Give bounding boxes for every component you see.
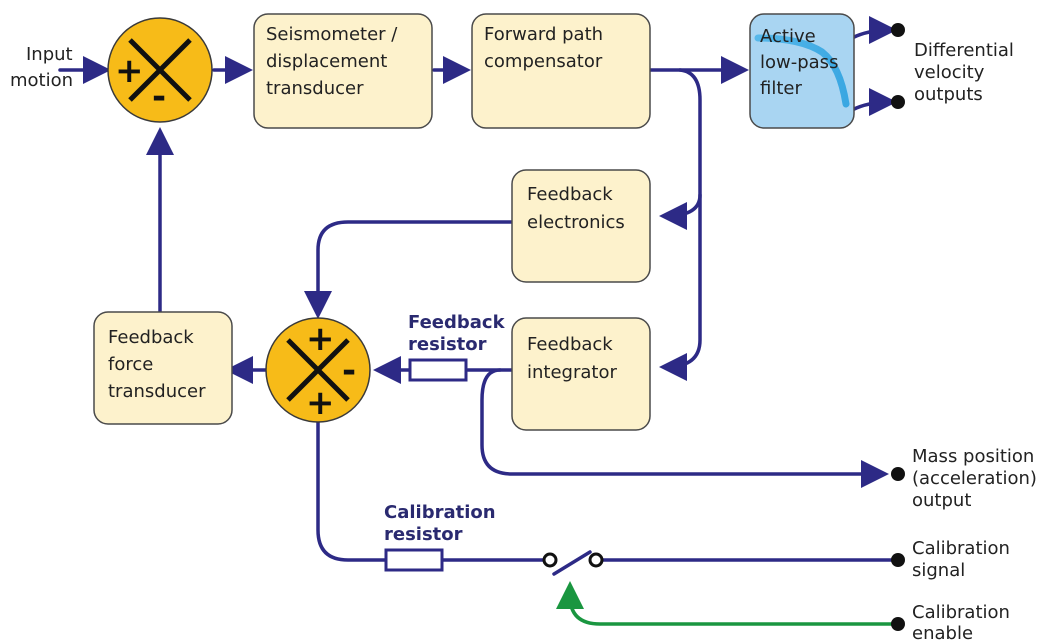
feedback-resistor-symbol: [408, 358, 468, 382]
sum-top-plus: +: [115, 51, 144, 91]
input-label-line-2: motion: [10, 70, 73, 91]
cal-signal-line-2: signal: [912, 560, 965, 581]
block-feedback-electronics: Feedback electronics: [511, 169, 651, 283]
wire-sum-to-cal-resistor: [316, 420, 388, 562]
velocity-output-line-2: velocity: [914, 62, 985, 83]
velocity-output-line-1: Differential: [914, 40, 1014, 61]
terminal-calibration-signal: [891, 553, 905, 567]
velocity-output-line-3: outputs: [914, 84, 983, 105]
terminal-calibration-enable: [891, 617, 905, 631]
calibration-switch-lever: [552, 550, 592, 576]
block-feedback-integrator: Feedback integrator: [511, 317, 651, 431]
wire-to-fb-integrator: [659, 193, 702, 381]
filter-line-1: Active: [760, 26, 816, 47]
sum-bottom-plus-top: +: [306, 319, 335, 359]
wire-fb-electronics-to-sum: [304, 220, 514, 319]
seismometer-line-2: displacement: [266, 51, 387, 72]
fb-force-line-2: force: [108, 354, 153, 375]
block-seismometer: Seismometer / displacement transducer: [253, 13, 433, 129]
feedback-resistor-label-1: Feedback: [408, 312, 506, 333]
seismometer-line-1: Seismometer /: [266, 24, 398, 45]
forward-line-2: compensator: [484, 51, 603, 72]
sum-bottom-plus-bottom: +: [306, 383, 335, 423]
block-low-pass-filter: Active low-pass filter: [749, 13, 855, 129]
fb-force-line-3: transducer: [108, 381, 206, 402]
filter-line-2: low-pass: [760, 52, 838, 73]
wire-to-fb-electronics: [659, 68, 702, 230]
fb-electronics-line-1: Feedback: [527, 184, 613, 205]
terminal-velocity-2: [891, 95, 905, 109]
calibration-resistor-label-2: resistor: [384, 524, 463, 545]
summing-junction-bottom: + - +: [265, 317, 371, 423]
wire-calibration-enable: [556, 581, 900, 626]
fb-integrator-line-1: Feedback: [527, 334, 613, 355]
switch-contact-left: [542, 552, 558, 568]
fb-integrator-line-2: integrator: [527, 362, 617, 383]
mass-output-line-3: output: [912, 490, 971, 511]
fb-force-line-1: Feedback: [108, 327, 194, 348]
wire-velocity-out-1: [850, 16, 897, 45]
wire-mass-position: [480, 368, 889, 488]
seismometer-line-3: transducer: [266, 78, 364, 99]
terminal-mass-position: [891, 467, 905, 481]
sum-top-minus: -: [152, 77, 166, 117]
input-label-line-1: Input: [26, 44, 73, 65]
forward-line-1: Forward path: [484, 24, 603, 45]
sum-bottom-minus: -: [342, 351, 356, 391]
calibration-resistor-symbol: [384, 548, 444, 572]
feedback-resistor-label-2: resistor: [408, 334, 487, 355]
cal-signal-line-1: Calibration: [912, 538, 1010, 559]
switch-contact-right: [588, 552, 604, 568]
block-feedback-force-transducer: Feedback force transducer: [93, 311, 233, 425]
block-forward-compensator: Forward path compensator: [471, 13, 651, 129]
terminal-velocity-1: [891, 23, 905, 37]
summing-junction-top: + -: [107, 17, 213, 123]
mass-output-line-2: (acceleration): [912, 468, 1037, 489]
cal-enable-line-1: Calibration: [912, 602, 1010, 623]
cal-enable-line-2: enable: [912, 623, 973, 643]
mass-output-line-1: Mass position: [912, 446, 1034, 467]
filter-response-curve: [754, 34, 850, 108]
calibration-resistor-label-1: Calibration: [384, 502, 496, 523]
wire-velocity-out-2: [850, 88, 897, 117]
filter-line-3: filter: [760, 78, 802, 99]
fb-electronics-line-2: electronics: [527, 212, 625, 233]
